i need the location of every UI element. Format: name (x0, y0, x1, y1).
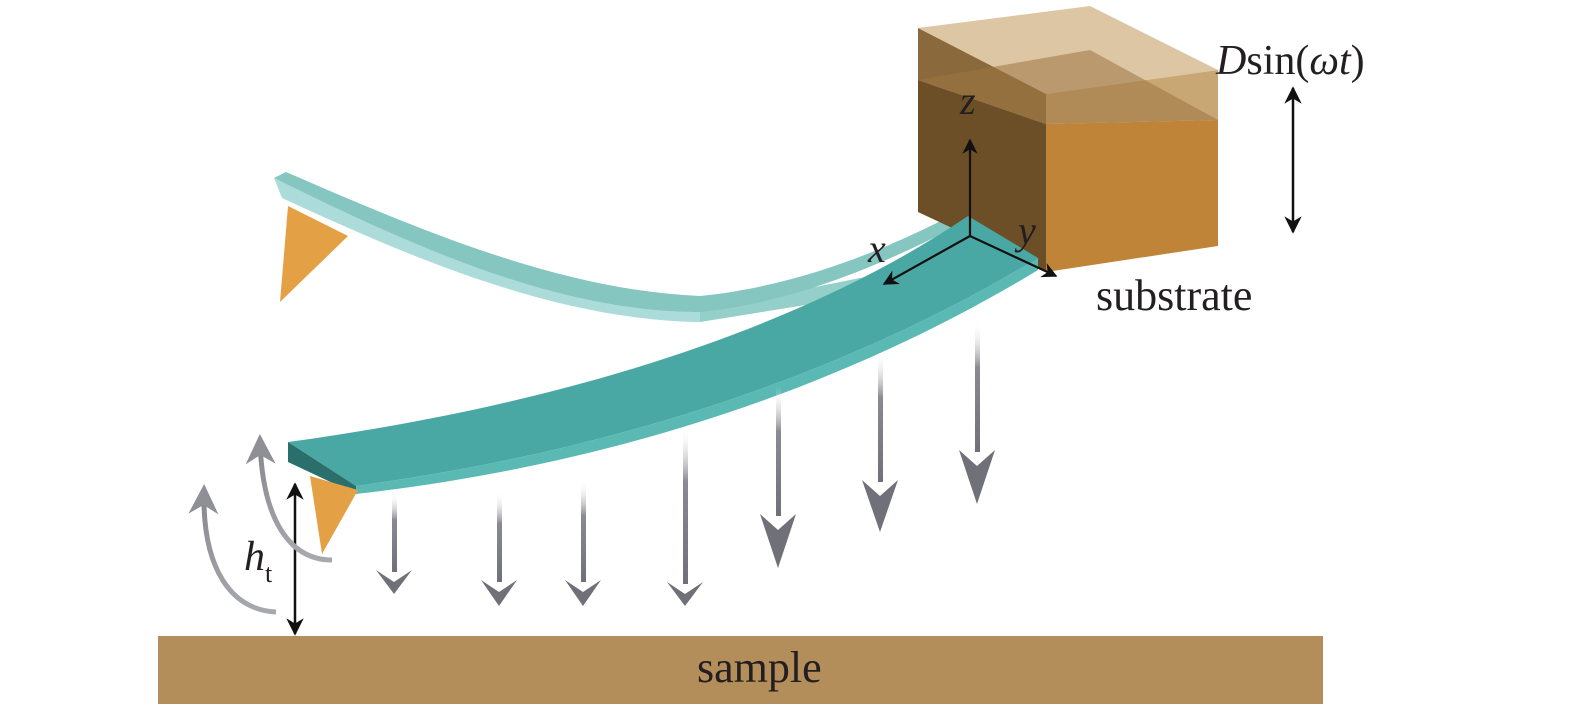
drive-label: Dsin(ωt) (1215, 38, 1365, 84)
sample-label: sample (697, 643, 822, 692)
coordinate-axes (882, 138, 1058, 285)
tip-motion-arrows (188, 434, 333, 615)
force-arrow (862, 352, 898, 532)
force-arrow (565, 480, 601, 606)
force-arrow (760, 386, 796, 568)
sample-slab (158, 636, 1323, 704)
force-arrow (959, 322, 995, 504)
ghost-tip (280, 206, 348, 302)
force-arrow (481, 492, 517, 606)
force-arrows (376, 322, 995, 606)
axis-x-label: x (867, 226, 886, 271)
axis-z-label: z (959, 78, 976, 123)
height-label: ht (244, 534, 273, 588)
axis-y-label: y (1014, 208, 1036, 253)
force-arrow (376, 492, 412, 594)
force-arrow (667, 426, 703, 606)
substrate-label: substrate (1096, 271, 1252, 320)
probe-tip (310, 476, 358, 554)
ghost-cantilever (274, 172, 1010, 322)
substrate-block (918, 6, 1218, 272)
cantilever (288, 216, 1038, 494)
